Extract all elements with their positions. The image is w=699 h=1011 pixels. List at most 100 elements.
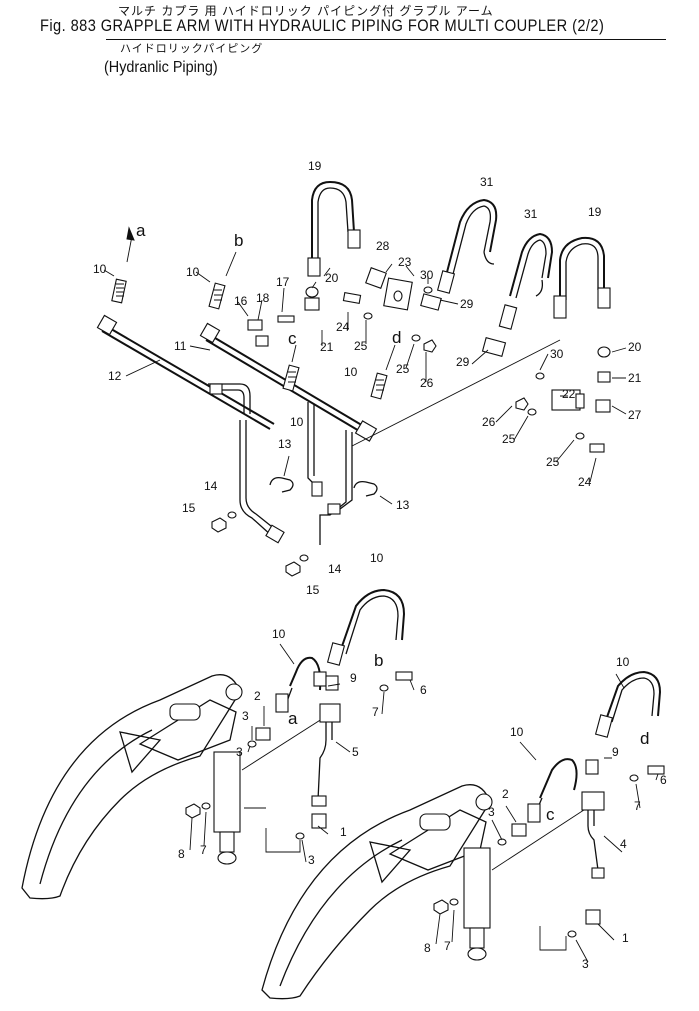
pipe-5 [311,703,341,807]
hose-19-left [304,180,361,311]
svg-text:29: 29 [456,355,470,369]
svg-text:10: 10 [616,655,630,669]
block-28 [365,267,387,289]
svg-text:6: 6 [420,683,427,697]
subtitle: (Hydranlic Piping) [104,59,218,76]
svg-text:15: 15 [182,501,196,515]
svg-text:10: 10 [186,265,200,279]
svg-text:22: 22 [562,387,576,401]
svg-text:14: 14 [328,562,342,576]
svg-text:3: 3 [582,957,589,971]
vertical-tube-left [239,420,285,544]
svg-text:2: 2 [502,787,509,801]
svg-text:19: 19 [308,159,322,173]
japanese-subtitle: ハイドロリックパイピング [120,43,264,55]
svg-text:30: 30 [420,268,434,282]
cylinder-right [463,805,591,961]
svg-text:1: 1 [340,825,347,839]
svg-text:14: 14 [204,479,218,493]
svg-text:3: 3 [488,805,495,819]
svg-text:3: 3 [236,745,243,759]
hose-10-lower-b [326,588,406,666]
label-d-bottom: d [640,729,649,748]
japanese-title: マルチ カプラ 用 ハイドロリック パイピング付 グラプル アーム [118,4,494,18]
hose-31-a [436,198,498,294]
svg-text:30: 30 [550,347,564,361]
svg-text:13: 13 [278,437,292,451]
svg-text:10: 10 [272,627,286,641]
svg-text:8: 8 [178,847,185,861]
u-bolt-13-right [353,480,393,505]
bracket-23 [383,277,413,311]
svg-text:26: 26 [420,376,434,390]
svg-text:26: 26 [482,415,496,429]
svg-text:25: 25 [354,339,368,353]
vertical-tube-middle [307,402,353,545]
svg-text:24: 24 [336,320,350,334]
svg-text:25: 25 [396,362,410,376]
svg-text:8: 8 [424,941,431,955]
svg-text:23: 23 [398,255,412,269]
svg-text:21: 21 [320,340,334,354]
svg-text:28: 28 [376,239,390,253]
svg-text:10: 10 [370,551,384,565]
svg-text:10: 10 [510,725,524,739]
svg-text:27: 27 [628,408,642,422]
grapple-arm-left [21,674,243,900]
svg-text:29: 29 [460,297,474,311]
svg-text:31: 31 [480,175,494,189]
svg-text:3: 3 [308,853,315,867]
svg-text:9: 9 [350,671,357,685]
label-c-top: c [288,329,297,348]
svg-text:6: 6 [660,773,667,787]
svg-text:15: 15 [306,583,320,597]
svg-text:10: 10 [344,365,358,379]
small-fasteners-upper [247,286,605,453]
hose-10-lower-d [594,670,662,738]
svg-text:7: 7 [444,939,451,953]
lower-left-fasteners [185,671,413,853]
svg-text:21: 21 [628,371,642,385]
svg-text:24: 24 [578,475,592,489]
svg-text:20: 20 [325,271,339,285]
svg-text:25: 25 [502,432,516,446]
label-a-bottom: a [288,709,298,728]
label-b-bottom: b [374,651,383,670]
svg-text:4: 4 [620,837,627,851]
svg-text:10: 10 [93,262,107,276]
fitting-10-d [370,344,396,400]
svg-text:5: 5 [352,745,359,759]
svg-text:19: 19 [588,205,602,219]
leader-lines [103,263,659,963]
svg-text:11: 11 [174,339,187,353]
elbow-29-b [481,336,507,358]
hose-31-b [498,232,554,330]
callout-labels: a b c d a b c d 10 10 16 18 17 11 12 10 … [93,159,667,971]
long-reference-line [351,339,561,447]
svg-text:3: 3 [242,709,249,723]
figure-title: Fig. 883 GRAPPLE ARM WITH HYDRAULIC PIPI… [40,16,605,35]
svg-text:7: 7 [372,705,379,719]
svg-text:7: 7 [200,843,207,857]
hose-10-lower-c [527,758,578,823]
svg-text:18: 18 [256,291,270,305]
label-b-top: b [234,231,243,250]
hose-10-lower-a [275,656,327,713]
svg-text:2: 2 [254,689,261,703]
svg-text:16: 16 [234,294,248,308]
label-d-top: d [392,328,401,347]
fitting-27 [595,399,611,413]
cross-tube [208,383,251,414]
grapple-arm-right [261,784,493,1000]
svg-text:20: 20 [628,340,642,354]
fitting-10-b [208,251,237,310]
svg-text:13: 13 [396,498,410,512]
nut-15-bottom [285,554,309,577]
svg-text:25: 25 [546,455,560,469]
svg-text:31: 31 [524,207,538,221]
nut-15-left [211,511,237,533]
elbow-29-a [420,293,442,311]
label-a-top: a [136,221,146,240]
lower-right-fasteners [433,759,665,951]
